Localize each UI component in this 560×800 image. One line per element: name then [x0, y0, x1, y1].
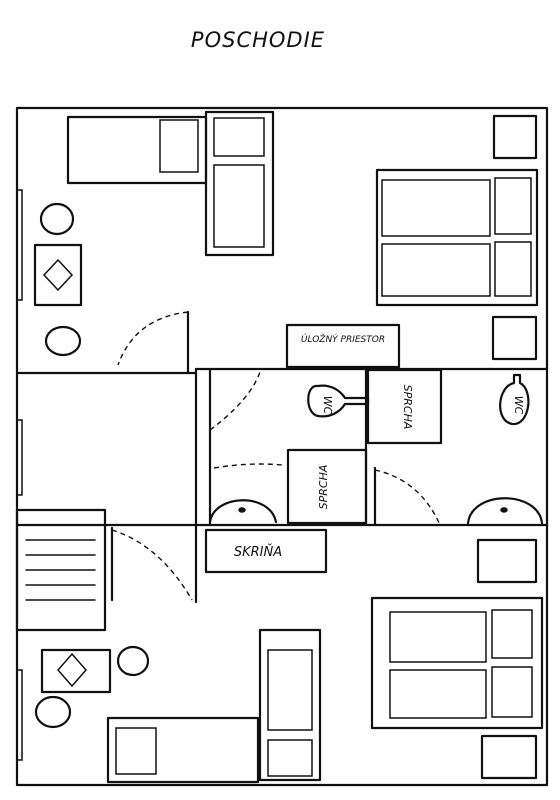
storage-box [285, 323, 401, 369]
sink-drain [500, 507, 508, 513]
shower-2-label: SPRCHA [317, 465, 330, 510]
chair [34, 695, 72, 729]
sink-2 [466, 497, 544, 525]
bed-single-upper [66, 115, 208, 185]
mattress [389, 669, 487, 719]
pillow [115, 727, 157, 775]
door-swing-upper [117, 311, 189, 366]
table-decoration [57, 652, 87, 688]
wc-1-label: WC [321, 396, 334, 415]
wardrobe-lower-body [267, 649, 313, 731]
stairs [15, 508, 107, 632]
window-lower [16, 669, 23, 761]
wardrobe-lower [258, 628, 322, 782]
sink-drain [238, 507, 246, 513]
bed-single-lower [106, 716, 260, 784]
mattress [389, 611, 487, 663]
shower-2 [286, 448, 368, 525]
door-swing-lower [111, 529, 193, 601]
chair [116, 645, 150, 677]
nightstand-upper [492, 114, 538, 160]
nightstand-middle [491, 315, 538, 361]
table-lower [40, 648, 112, 694]
bed-double-lower [370, 596, 544, 730]
wardrobe-box [204, 528, 328, 574]
mattress [381, 243, 491, 297]
pillow [494, 241, 532, 297]
table-upper [33, 243, 83, 307]
wardrobe-upper [204, 110, 275, 257]
window-upper [16, 189, 23, 301]
outer-wall [15, 106, 549, 787]
storage-label: ÚLOŽNÝ PRIESTOR [301, 333, 385, 345]
bed-double-upper [375, 168, 539, 307]
pillow [491, 609, 533, 659]
shower-1 [366, 368, 443, 445]
wardrobe-label: SKRIŇA [234, 544, 282, 560]
nightstand-lower-top [476, 538, 538, 584]
door-swing-bath-3 [374, 469, 441, 526]
door-swing-bath-2 [213, 463, 283, 469]
wc-2-label: WC [512, 396, 525, 415]
wardrobe-upper-body [213, 164, 265, 248]
plan-title: POSCHODIE [191, 28, 325, 52]
wc-2 [499, 373, 530, 426]
wc-1 [307, 384, 370, 418]
chair [39, 202, 75, 236]
shower-1-label: SPRCHA [401, 385, 414, 430]
pillow [159, 119, 199, 173]
door-swing-bath-1 [209, 371, 261, 431]
nightstand-lower-bottom [480, 734, 538, 780]
chair [44, 325, 82, 357]
window-middle [16, 419, 23, 496]
wardrobe-lower-bottom [267, 739, 313, 777]
pillow [494, 177, 532, 235]
sink-1 [208, 499, 278, 524]
table-decoration [42, 258, 74, 292]
pillow [491, 666, 533, 718]
mattress [381, 179, 491, 237]
wardrobe-upper-top [213, 117, 265, 157]
